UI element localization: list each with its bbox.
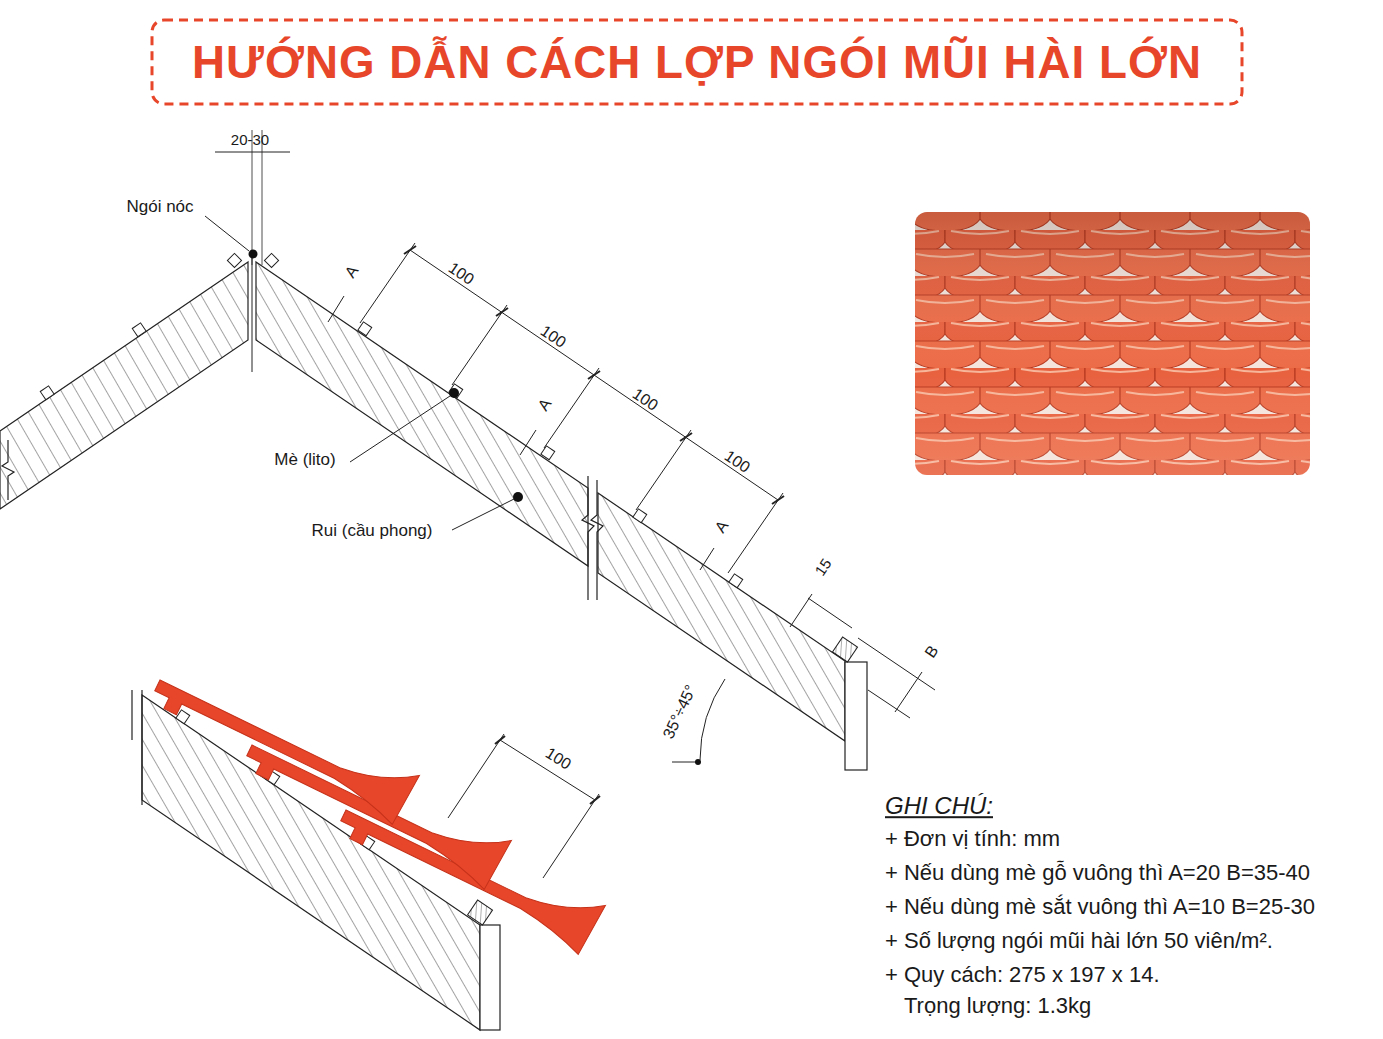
marker-dots bbox=[249, 250, 524, 503]
dimension-text: 20-30 bbox=[231, 131, 269, 148]
note-line: + Đơn vị tính: mm bbox=[885, 826, 1060, 851]
rafter-section bbox=[0, 130, 867, 770]
red-tiles bbox=[148, 655, 606, 956]
dimension-lines bbox=[205, 152, 935, 762]
detail-battens bbox=[176, 710, 493, 925]
dimension-text: 100 bbox=[629, 385, 661, 415]
angle-text: 35°÷45° bbox=[660, 682, 701, 742]
dimension-text: 100 bbox=[721, 447, 753, 477]
dimension-text: A bbox=[711, 517, 732, 536]
angle-dot bbox=[695, 759, 701, 765]
dimension-text: 100 bbox=[537, 322, 569, 352]
note-heading: GHI CHÚ: bbox=[885, 792, 993, 820]
part-name: Ngói nóc bbox=[126, 197, 193, 217]
part-name: Rui (cầu phong) bbox=[312, 521, 433, 541]
battens bbox=[40, 253, 857, 662]
dimension-text: 15 bbox=[811, 555, 835, 578]
dimension-text: A bbox=[341, 262, 362, 281]
note-line: + Quy cách: 275 x 197 x 14. bbox=[885, 962, 1160, 987]
note-line: + Nếu dùng mè gỗ vuông thì A=20 B=35-40 bbox=[885, 860, 1310, 885]
note-line: Trọng lượng: 1.3kg bbox=[904, 993, 1091, 1018]
part-name: Mè (lito) bbox=[274, 450, 335, 470]
title-frame bbox=[152, 20, 1242, 104]
note-line: + Số lượng ngói mũi hài lớn 50 viên/m². bbox=[885, 928, 1273, 953]
page-title: HƯỚNG DẪN CÁCH LỢP NGÓI MŨI HÀI LỚN bbox=[192, 37, 1202, 88]
tile-photo bbox=[915, 212, 1310, 475]
dimension-text: A bbox=[534, 395, 555, 414]
dimension-text: B bbox=[921, 642, 942, 661]
dimension-text: 100 bbox=[445, 259, 477, 289]
note-line: + Nếu dùng mè sắt vuông thì A=10 B=25-30 bbox=[885, 894, 1315, 919]
detail-dimension bbox=[448, 734, 600, 878]
